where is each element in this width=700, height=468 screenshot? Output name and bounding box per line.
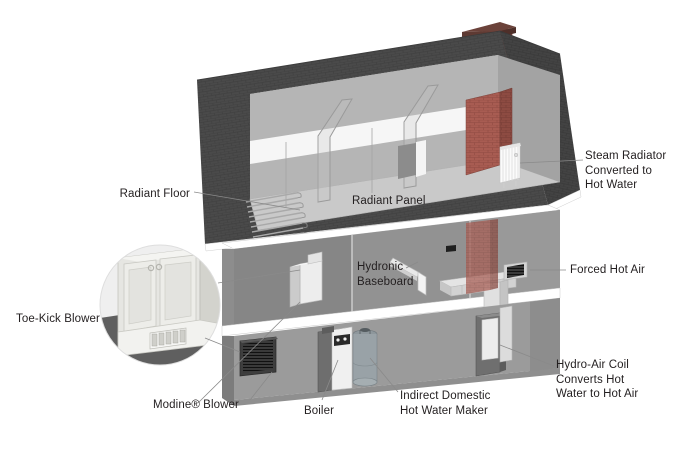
label-radiant-panel: Radiant Panel [352, 195, 426, 207]
label-hydro-air-coil: Hydro-Air Coil Converts Hot Water to Hot… [556, 359, 639, 400]
steam-radiator-unit [499, 142, 521, 188]
modine-blower-unit [239, 336, 278, 377]
label-radiant-floor: Radiant Floor [119, 188, 190, 200]
label-steam-radiator: Steam Radiator Converted to Hot Water [585, 150, 667, 191]
toe-kick-detail-inset [99, 244, 301, 366]
label-toe-kick-blower: Toe-Kick Blower [16, 313, 100, 325]
indirect-water-tank [352, 328, 378, 387]
toe-kick-cabinet-unit [289, 251, 323, 308]
boiler-unit [317, 326, 353, 393]
label-hydronic-baseboard: Hydronic Baseboard [357, 261, 414, 288]
middle-floor [221, 204, 561, 337]
label-forced-hot-air: Forced Hot Air [570, 264, 645, 276]
attic-doorway [398, 140, 426, 179]
leader-lines [193, 159, 584, 404]
hydronic-baseboard-unit [389, 257, 427, 296]
label-modine-blower: Modine® Blower [153, 399, 239, 411]
radiant-floor-tubing [245, 192, 310, 248]
label-boiler: Boiler [304, 405, 335, 417]
attic-interior [245, 55, 561, 248]
forced-hot-air-register [503, 261, 528, 281]
hydro-air-coil-unit [475, 305, 513, 377]
basement-floor [222, 298, 560, 406]
label-indirect-hot-water: Indirect Domestic Hot Water Maker [400, 390, 491, 417]
